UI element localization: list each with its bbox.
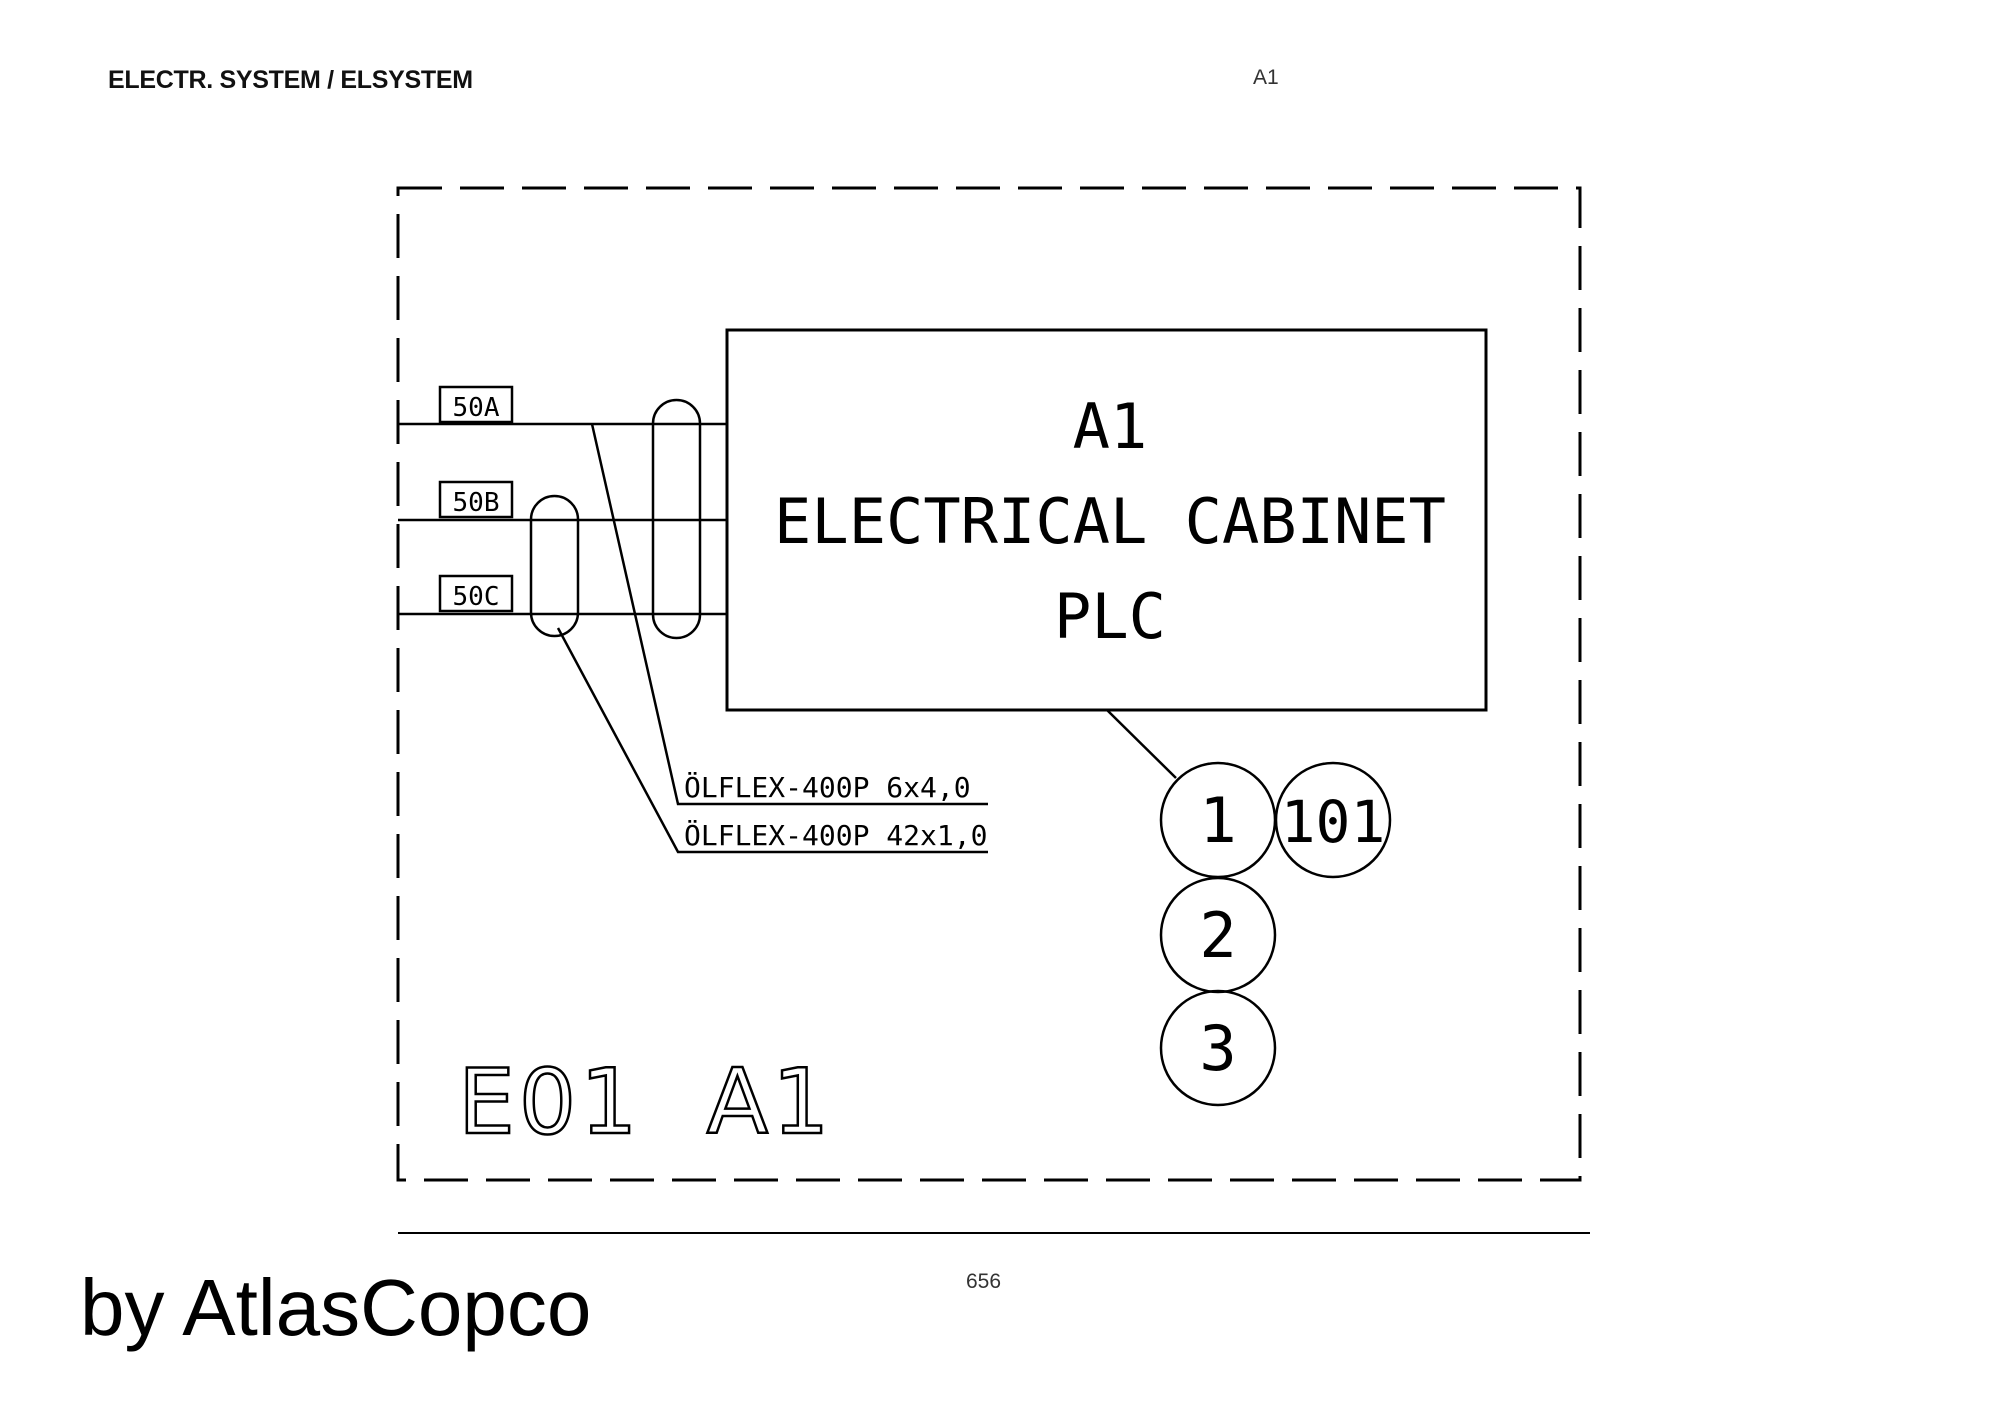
terminal-label-50a: 50A bbox=[453, 393, 500, 423]
terminal-box-50b bbox=[438, 480, 514, 519]
page-number: 656 bbox=[966, 1270, 1002, 1293]
page-reference: A1 bbox=[1253, 66, 1279, 89]
cable-label-2: ÖLFLEX-400P 42x1,0 bbox=[684, 818, 987, 852]
terminal-box-50c bbox=[438, 574, 514, 613]
cabinet-title: A1 bbox=[1073, 390, 1148, 463]
cable-bundle-oval-small bbox=[529, 494, 580, 638]
marker-circle-3 bbox=[1159, 989, 1277, 1107]
marker-label-2: 2 bbox=[1199, 899, 1236, 972]
cable-leader-1 bbox=[590, 423, 988, 806]
publisher-watermark: by AtlasCopco bbox=[80, 1263, 592, 1352]
marker-label-1: 1 bbox=[1199, 784, 1236, 857]
frame-border bbox=[396, 186, 1582, 1182]
cable-bundle-oval-large bbox=[651, 398, 702, 640]
marker-circle-101 bbox=[1274, 761, 1392, 879]
page-header-title: ELECTR. SYSTEM / ELSYSTEM bbox=[108, 66, 473, 94]
frame-label: E01 A1 bbox=[458, 1050, 833, 1155]
cable-leader-2 bbox=[556, 627, 988, 854]
terminal-box-50a bbox=[438, 385, 514, 424]
marker-label-3: 3 bbox=[1199, 1012, 1236, 1085]
cabinet-subtitle: PLC bbox=[1054, 580, 1166, 653]
terminal-label-50c: 50C bbox=[453, 582, 500, 612]
cabinet-name: ELECTRICAL CABINET bbox=[774, 485, 1446, 558]
terminal-label-50b: 50B bbox=[453, 488, 500, 518]
marker-label-101: 101 bbox=[1281, 788, 1386, 856]
cable-label-1: ÖLFLEX-400P 6x4,0 bbox=[684, 770, 971, 804]
marker-leader bbox=[1106, 709, 1177, 779]
